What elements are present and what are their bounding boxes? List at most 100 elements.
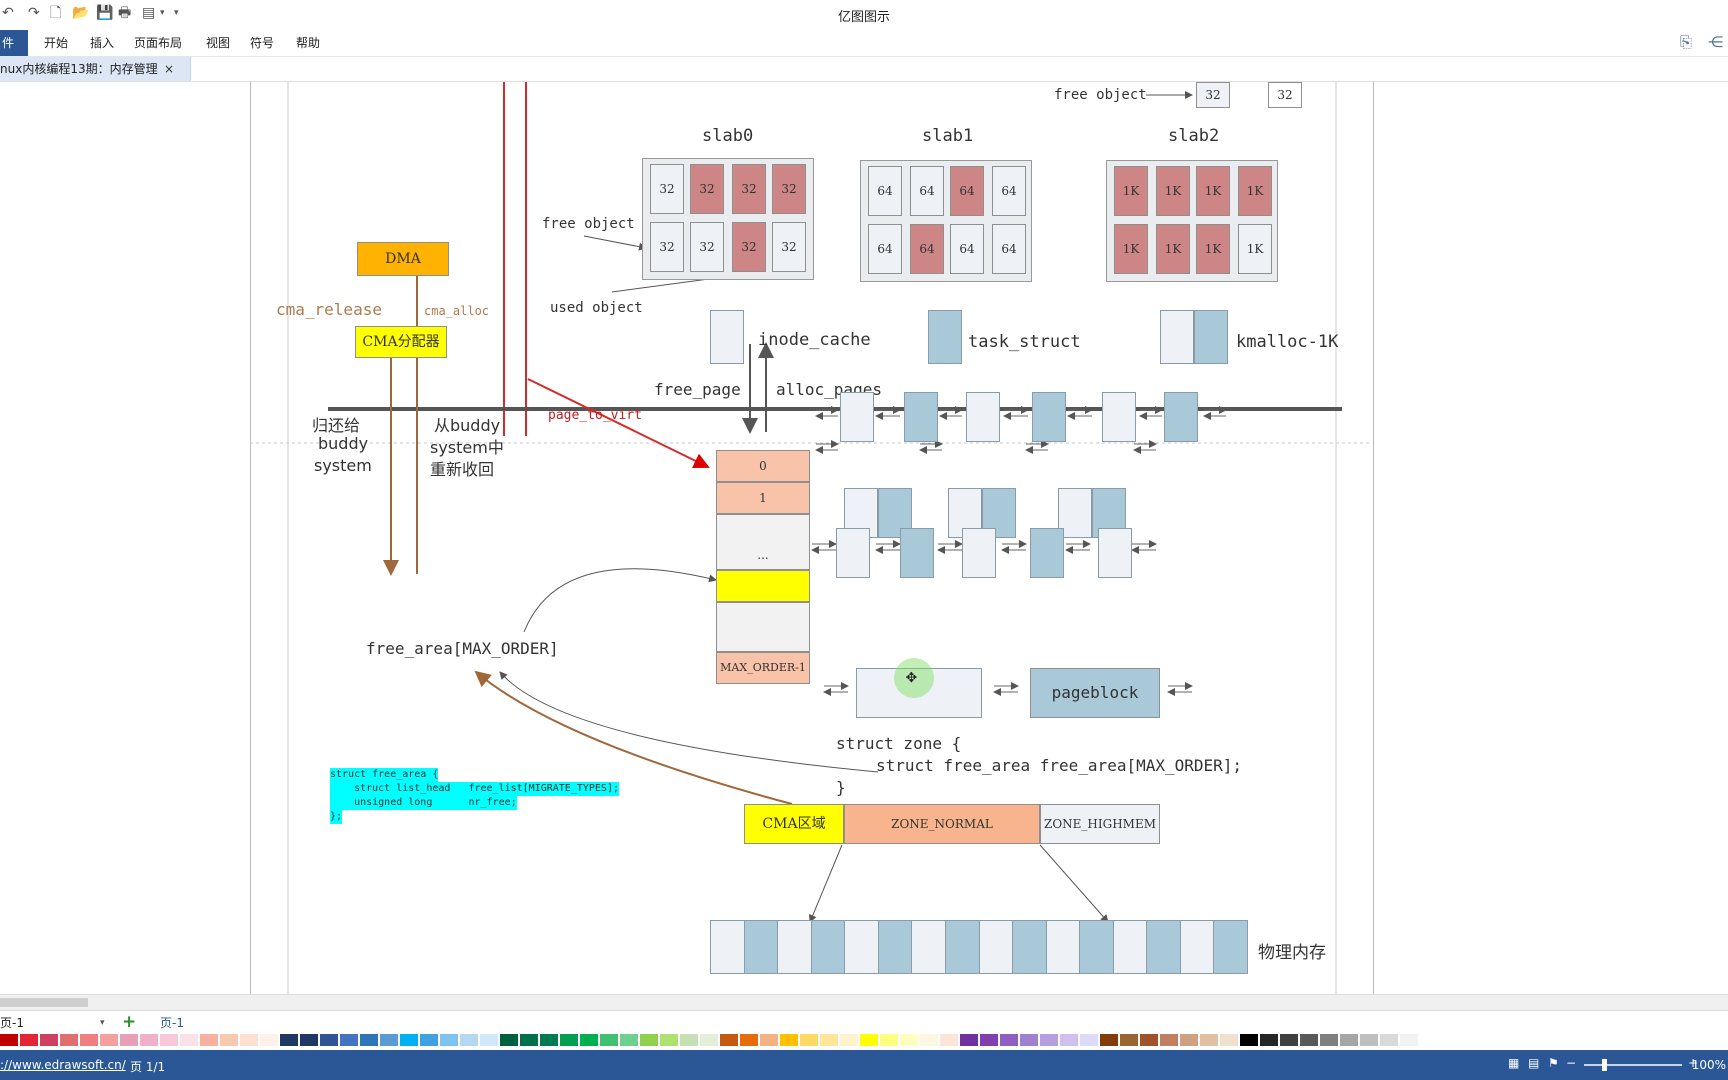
drawing-canvas[interactable]: free object 32 32 slab0 slab1 slab2 32 3… — [0, 82, 1728, 994]
page-block[interactable] — [878, 488, 912, 538]
dropdown-icon[interactable]: ▾ — [160, 8, 165, 18]
slab-cell[interactable]: 1K — [1238, 224, 1272, 274]
palette-swatch[interactable] — [880, 1034, 898, 1046]
palette-swatch[interactable] — [700, 1034, 718, 1046]
palette-swatch[interactable] — [240, 1034, 258, 1046]
slab-cell[interactable]: 64 — [950, 224, 984, 274]
palette-swatch[interactable] — [360, 1034, 378, 1046]
palette-swatch[interactable] — [140, 1034, 158, 1046]
customize-icon[interactable]: ▾ — [174, 8, 179, 18]
palette-swatch[interactable] — [840, 1034, 858, 1046]
slab-cell[interactable]: 64 — [868, 224, 902, 274]
zone-cma[interactable]: CMA区域 — [744, 804, 844, 844]
page-block[interactable] — [904, 392, 938, 442]
zoom-out-icon[interactable]: − — [1566, 1056, 1577, 1070]
palette-swatch[interactable] — [600, 1034, 618, 1046]
palette-swatch[interactable] — [800, 1034, 818, 1046]
add-page-icon[interactable]: + — [122, 1012, 137, 1032]
palette-swatch[interactable] — [1420, 1034, 1438, 1046]
presentation-icon[interactable]: ⚑ — [1548, 1056, 1559, 1070]
palette-swatch[interactable] — [1020, 1034, 1038, 1046]
order-cell[interactable]: MAX_ORDER-1 — [716, 652, 810, 684]
palette-swatch[interactable] — [640, 1034, 658, 1046]
slab-cell[interactable]: 32 — [690, 222, 724, 272]
palette-swatch[interactable] — [180, 1034, 198, 1046]
legend-kmalloc-swatch-left[interactable] — [1160, 310, 1194, 364]
publish-icon[interactable]: ⎘ — [1680, 33, 1693, 51]
slab-cell[interactable]: 64 — [910, 166, 944, 216]
palette-swatch[interactable] — [1180, 1034, 1198, 1046]
palette-swatch[interactable] — [920, 1034, 938, 1046]
palette-swatch[interactable] — [1360, 1034, 1378, 1046]
palette-swatch[interactable] — [1200, 1034, 1218, 1046]
slab-cell[interactable]: 1K — [1156, 166, 1190, 216]
palette-swatch[interactable] — [480, 1034, 498, 1046]
legend-inode-swatch[interactable] — [710, 310, 744, 364]
normal-view-icon[interactable]: ▦ — [1508, 1056, 1520, 1070]
page-block[interactable] — [1030, 528, 1064, 578]
palette-swatch[interactable] — [200, 1034, 218, 1046]
slab-cell[interactable]: 1K — [1114, 224, 1148, 274]
menu-help[interactable]: 帮助 — [296, 36, 321, 50]
palette-swatch[interactable] — [160, 1034, 178, 1046]
palette-swatch[interactable] — [760, 1034, 778, 1046]
legend-kmalloc-swatch-right[interactable] — [1194, 310, 1228, 364]
tab-page-1[interactable]: 页-1 — [160, 1016, 184, 1030]
order-cell-blank[interactable] — [716, 602, 810, 652]
palette-swatch[interactable] — [620, 1034, 638, 1046]
menu-view[interactable]: 视图 — [206, 36, 231, 50]
slab-cell[interactable]: 32 — [650, 164, 684, 214]
horizontal-scrollbar[interactable] — [0, 994, 1728, 1011]
slab-cell[interactable]: 1K — [1196, 224, 1230, 274]
page-block[interactable] — [1102, 392, 1136, 442]
zoom-in-icon[interactable]: + — [1688, 1056, 1699, 1070]
menu-file[interactable]: 件 — [0, 30, 28, 56]
palette-swatch[interactable] — [20, 1034, 38, 1046]
menu-symbol[interactable]: 符号 — [250, 36, 275, 50]
menu-start[interactable]: 开始 — [44, 36, 69, 50]
cma-allocator-box[interactable]: CMA分配器 — [355, 326, 447, 358]
website-link[interactable]: ://www.edrawsoft.cn/ — [0, 1058, 126, 1072]
palette-swatch[interactable] — [120, 1034, 138, 1046]
slab-cell[interactable]: 32 — [732, 222, 766, 272]
palette-swatch[interactable] — [1400, 1034, 1418, 1046]
slab-cell[interactable]: 1K — [1156, 224, 1190, 274]
open-icon[interactable]: 📂 — [72, 5, 90, 21]
slab-cell[interactable]: 32 — [732, 164, 766, 214]
pageblock-box[interactable]: pageblock — [1030, 668, 1160, 718]
palette-swatch[interactable] — [680, 1034, 698, 1046]
zoom-slider[interactable] — [1584, 1064, 1682, 1066]
palette-swatch[interactable] — [1040, 1034, 1058, 1046]
page-block[interactable] — [966, 392, 1000, 442]
slab-cell[interactable]: 64 — [992, 166, 1026, 216]
palette-swatch[interactable] — [460, 1034, 478, 1046]
palette-swatch[interactable] — [1080, 1034, 1098, 1046]
palette-swatch[interactable] — [660, 1034, 678, 1046]
palette-swatch[interactable] — [1280, 1034, 1298, 1046]
new-icon[interactable]: 🗋 — [50, 5, 62, 21]
chevron-down-icon[interactable]: ▾ — [100, 1018, 105, 1028]
palette-swatch[interactable] — [860, 1034, 878, 1046]
palette-swatch[interactable] — [380, 1034, 398, 1046]
menu-insert[interactable]: 插入 — [90, 36, 115, 50]
slab-cell[interactable]: 64 — [950, 166, 984, 216]
palette-swatch[interactable] — [1380, 1034, 1398, 1046]
palette-swatch[interactable] — [100, 1034, 118, 1046]
palette-swatch[interactable] — [540, 1034, 558, 1046]
palette-swatch[interactable] — [420, 1034, 438, 1046]
zone-highmem[interactable]: ZONE_HIGHMEM — [1040, 804, 1160, 844]
zoom-level[interactable]: 100% — [1691, 1058, 1726, 1072]
palette-swatch[interactable] — [1260, 1034, 1278, 1046]
palette-swatch[interactable] — [1320, 1034, 1338, 1046]
order-cell[interactable]: 1 — [716, 482, 810, 514]
palette-swatch[interactable] — [300, 1034, 318, 1046]
palette-swatch[interactable] — [940, 1034, 958, 1046]
page-block[interactable] — [962, 528, 996, 578]
dma-box[interactable]: DMA — [357, 242, 449, 276]
slab-cell[interactable]: 32 — [650, 222, 684, 272]
zone-normal[interactable]: ZONE_NORMAL — [844, 804, 1040, 844]
page-block[interactable] — [1164, 392, 1198, 442]
palette-swatch[interactable] — [280, 1034, 298, 1046]
page-block[interactable] — [840, 392, 874, 442]
palette-swatch[interactable] — [60, 1034, 78, 1046]
